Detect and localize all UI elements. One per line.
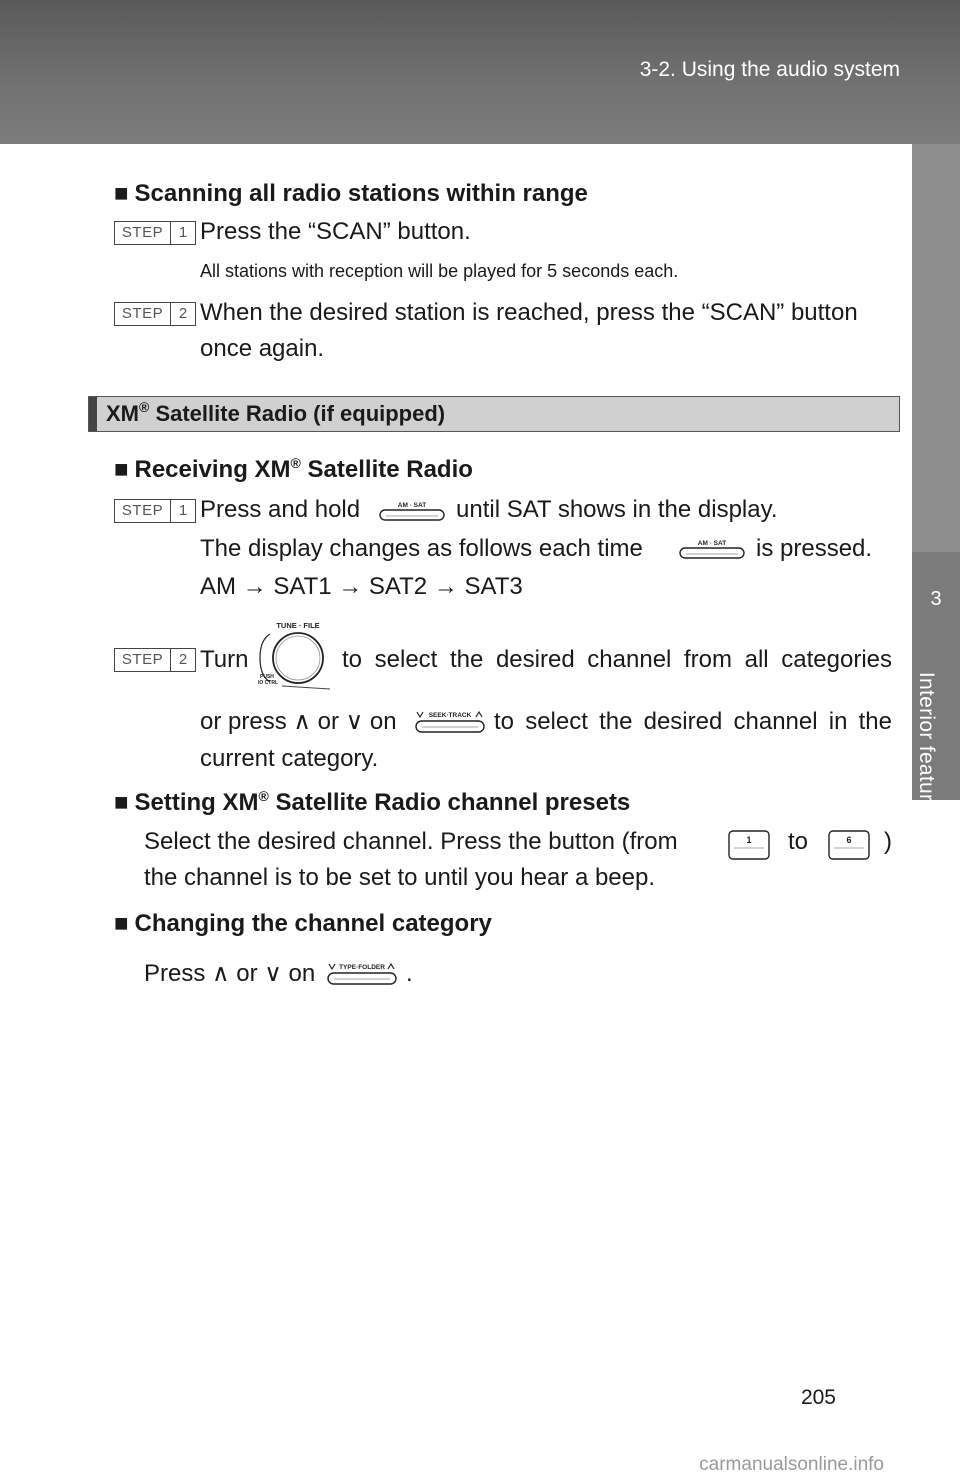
presets-line2: the channel is to be set to until you he… [144,864,656,891]
receiving-sequence: AM → SAT1 → SAT2 → SAT3 [200,573,523,600]
page-content: ■Scanning all radio stations within rang… [88,180,900,1475]
receiving-step1-line1a: Press and hold [200,496,361,523]
receiving-step1-line2a: The display changes as follows each time [200,535,643,562]
square-bullet-icon: ■ [114,910,129,937]
scan-step1-text: Press the “SCAN” button. [200,218,471,245]
svg-text:TUNE · FILE: TUNE · FILE [276,621,319,630]
svg-text:IO CTRL: IO CTRL [258,680,278,686]
presets-line1a: Select the desired channel. Press the bu… [144,828,678,855]
chapter-label: Interior features [915,671,938,825]
section-title: XM® Satellite Radio (if equipped) [106,399,446,426]
section-marker [89,397,97,431]
header-title: 3-2. Using the audio system [639,58,900,81]
page-number: 205 [800,1386,836,1409]
presets-line1b: to [788,828,809,855]
seek-track-button-icon: SEEK·TRACK [415,710,485,733]
svg-text:TYPE·FOLDER: TYPE·FOLDER [339,964,385,971]
svg-text:AM · SAT: AM · SAT [398,502,426,509]
tune-file-knob-icon: TUNE · FILE PUSH IO CTRL [258,621,331,690]
chapter-number: 3 [930,588,942,610]
scan-step2-line2: once again. [200,335,325,362]
square-bullet-icon: ■ [114,789,129,816]
svg-text:1: 1 [746,835,751,845]
receiving-step2-line1a: Turn [200,646,249,673]
type-folder-button-icon: TYPE·FOLDER [327,962,397,985]
preset-button-1-icon: 1 [728,830,770,860]
watermark: carmanualsonline.info [699,1454,884,1475]
presets-heading: ■Setting XM® Satellite Radio channel pre… [114,788,631,816]
scan-heading: ■Scanning all radio stations within rang… [114,180,588,207]
chapter-side-tab: 3 Interior features [912,144,960,1484]
svg-text:PUSH: PUSH [260,674,274,680]
receiving-step2-line2b: to select the desired channel in the [494,708,892,735]
am-sat-button-icon: AM · SAT [379,502,445,521]
svg-text:AM · SAT: AM · SAT [698,540,726,547]
square-bullet-icon: ■ [114,180,129,207]
receiving-heading: ■Receiving XM® Satellite Radio [114,455,473,483]
svg-text:SEEK·TRACK: SEEK·TRACK [429,712,472,719]
svg-text:6: 6 [846,835,851,845]
category-line-a: Press ∧ or ∨ on [144,960,316,987]
section-title-bar: XM® Satellite Radio (if equipped) [88,396,900,432]
square-bullet-icon: ■ [114,456,129,483]
receiving-step1-line2b: is pressed. [756,535,873,562]
receiving-step1-line1b: until SAT shows in the display. [456,496,778,523]
page-header: 3-2. Using the audio system [0,0,960,144]
receiving-step2-line1b: to select the desired channel from all c… [342,646,892,673]
category-line-b: . [406,960,413,987]
side-tab-active [912,552,960,800]
preset-button-6-icon: 6 [828,830,870,860]
category-heading: ■Changing the channel category [114,910,492,937]
receiving-step2-line2a: or press ∧ or ∨ on [200,708,397,735]
scan-step2-line1: When the desired station is reached, pre… [200,299,858,326]
scan-note: All stations with reception will be play… [200,261,679,281]
receiving-step2-line3: current category. [200,745,379,772]
am-sat-button-icon: AM · SAT [679,540,745,559]
side-tab-top [912,144,960,552]
presets-line1c: ) [884,828,892,855]
